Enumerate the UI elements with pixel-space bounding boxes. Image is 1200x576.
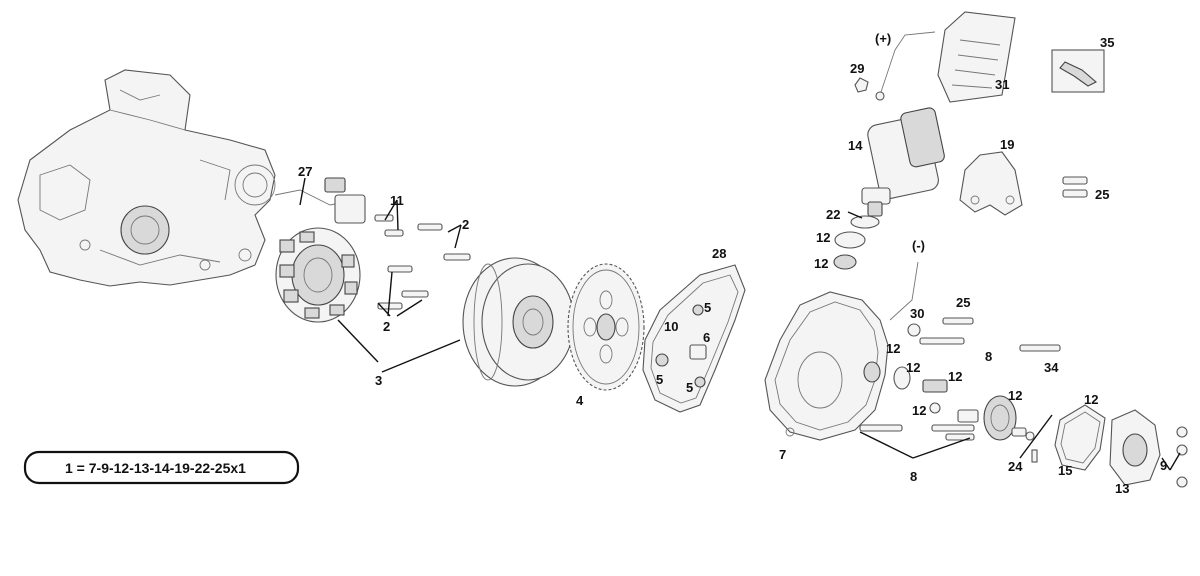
callout-8-upper: 8 bbox=[985, 349, 992, 364]
gasket-plate-illustration bbox=[642, 264, 746, 413]
callout-15: 15 bbox=[1058, 463, 1072, 478]
callout-5-a: 5 bbox=[704, 300, 711, 315]
callout-19: 19 bbox=[1000, 137, 1014, 152]
callout-11: 11 bbox=[390, 193, 404, 208]
callout-14: 14 bbox=[848, 138, 863, 153]
callout-12-c: 12 bbox=[886, 341, 900, 356]
callout-12-d: 12 bbox=[906, 360, 920, 375]
callout-27: 27 bbox=[298, 164, 312, 179]
tool-illustration bbox=[1051, 49, 1105, 93]
crankcase-illustration bbox=[17, 69, 276, 287]
callout-28: 28 bbox=[712, 246, 726, 261]
gear-train-illustration bbox=[893, 366, 1188, 488]
callout-5-c: 5 bbox=[686, 380, 693, 395]
callout-3: 3 bbox=[375, 373, 382, 388]
callout-35: 35 bbox=[1100, 35, 1114, 50]
flywheel-illustration bbox=[462, 257, 575, 387]
callout-12-b: 12 bbox=[814, 256, 828, 271]
callout-plus-terminal: (+) bbox=[875, 31, 891, 46]
callout-12-h: 12 bbox=[912, 403, 926, 418]
side-cover-illustration bbox=[764, 261, 921, 441]
callout-2-upper: 2 bbox=[462, 217, 469, 232]
callout-12-a: 12 bbox=[816, 230, 830, 245]
leader-lines bbox=[299, 177, 1181, 471]
callout-2-lower: 2 bbox=[383, 319, 390, 334]
callout-24: 24 bbox=[1008, 459, 1023, 474]
callout-12-e: 12 bbox=[948, 369, 962, 384]
callout-minus-terminal: (-) bbox=[912, 238, 925, 253]
formula-text: 1 = 7-9-12-13-14-19-22-25x1 bbox=[65, 460, 246, 476]
callout-8-lower: 8 bbox=[910, 469, 917, 484]
cover-bolts bbox=[859, 317, 1061, 441]
callout-7: 7 bbox=[779, 447, 786, 462]
starter-motor-illustration bbox=[833, 11, 1016, 270]
callout-6: 6 bbox=[703, 330, 710, 345]
callout-34: 34 bbox=[1044, 360, 1059, 375]
callout-12-g: 12 bbox=[1084, 392, 1098, 407]
callout-22: 22 bbox=[826, 207, 840, 222]
callout-4: 4 bbox=[576, 393, 584, 408]
callout-25-upper: 25 bbox=[1095, 187, 1109, 202]
callout-labels: 27 11 2 2 3 28 4 10 5 6 5 5 (+) 29 31 35… bbox=[298, 31, 1167, 496]
formula-box: 1 = 7-9-12-13-14-19-22-25x1 bbox=[23, 450, 300, 485]
callout-13: 13 bbox=[1115, 481, 1129, 496]
callout-9: 9 bbox=[1160, 458, 1167, 473]
callout-29: 29 bbox=[850, 61, 864, 76]
callout-31: 31 bbox=[995, 77, 1009, 92]
callout-30: 30 bbox=[910, 306, 924, 321]
stator-illustration bbox=[274, 177, 366, 323]
callout-25-lower: 25 bbox=[956, 295, 970, 310]
stator-screws bbox=[374, 214, 471, 310]
starter-gear-illustration bbox=[567, 263, 645, 391]
callout-12-f: 12 bbox=[1008, 388, 1022, 403]
callout-10: 10 bbox=[664, 319, 678, 334]
bracket-illustration bbox=[959, 151, 1088, 216]
callout-5-b: 5 bbox=[656, 372, 663, 387]
